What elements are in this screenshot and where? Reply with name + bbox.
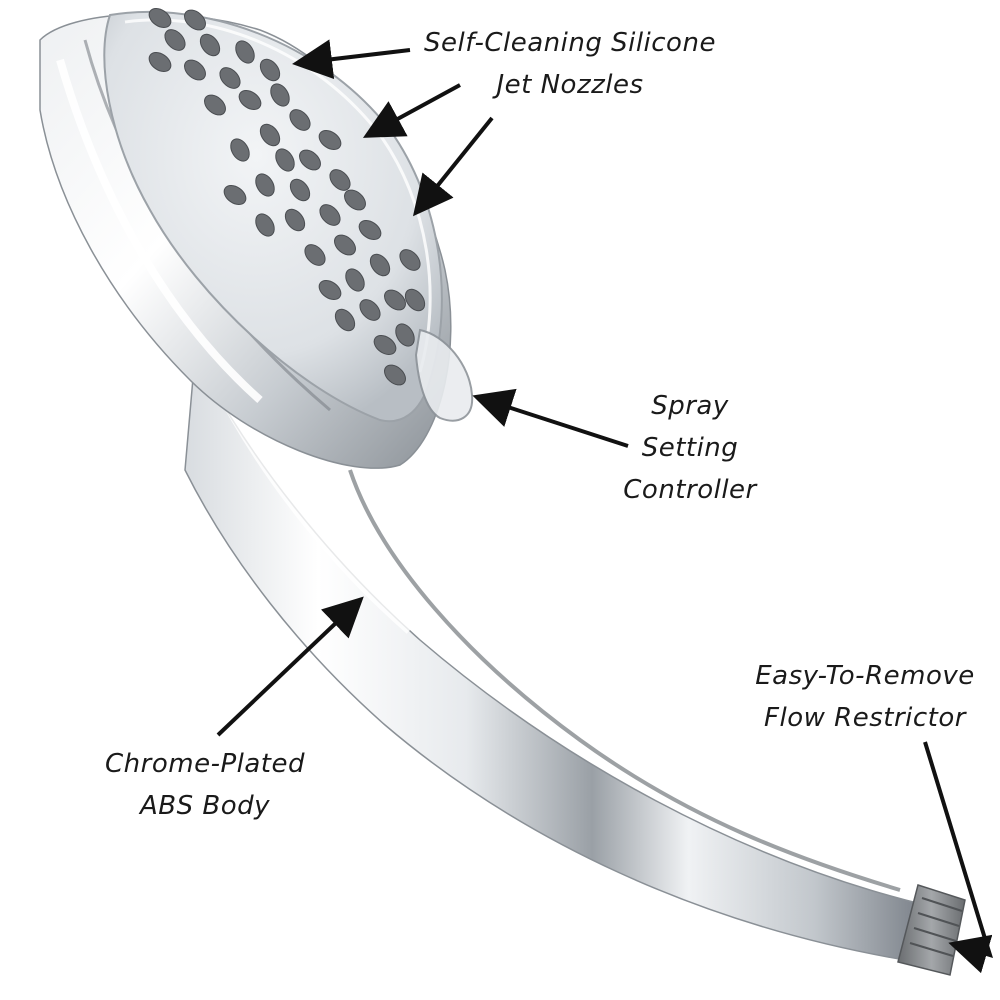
nozzle — [199, 33, 221, 57]
callout-nozzles: Self-Cleaning Silicone Jet Nozzles — [400, 22, 740, 106]
nozzle — [255, 213, 275, 237]
nozzle — [148, 51, 172, 73]
nozzle — [230, 138, 250, 162]
nozzle — [384, 364, 406, 386]
nozzle — [184, 59, 206, 81]
nozzle — [318, 279, 342, 301]
callout-flow-line2: Flow Restrictor — [764, 703, 966, 733]
nozzle — [304, 244, 326, 266]
nozzle — [184, 9, 206, 31]
callout-flow-restrictor: Easy-To-Remove Flow Restrictor — [735, 655, 995, 739]
callout-body: Chrome-Plated ABS Body — [90, 743, 320, 827]
nozzle — [289, 109, 311, 131]
nozzle — [219, 67, 241, 89]
nozzle — [395, 323, 415, 347]
arrow-nozzles-3 — [412, 116, 494, 217]
nozzle — [359, 299, 381, 321]
callout-nozzles-line1: Self-Cleaning Silicone — [424, 28, 716, 58]
nozzle — [255, 173, 275, 197]
arrow-body — [216, 596, 364, 737]
nozzle — [404, 288, 426, 312]
nozzle — [223, 184, 247, 206]
callout-flow-line1: Easy-To-Remove — [755, 661, 975, 691]
nozzle — [334, 308, 356, 332]
nozzle — [270, 83, 290, 107]
callout-spray-line2: Setting — [641, 433, 739, 463]
nozzle — [399, 249, 421, 271]
nozzle — [358, 219, 382, 241]
callout-spray-line1: Spray — [651, 391, 729, 421]
nozzle — [318, 129, 342, 151]
nozzle — [344, 189, 366, 211]
callout-arrows — [216, 39, 993, 974]
callout-spray-line3: Controller — [623, 475, 757, 505]
nozzle — [329, 169, 351, 191]
arrow-nozzles-1 — [292, 39, 411, 80]
arrow-flow-restrictor — [923, 741, 993, 974]
nozzle — [289, 178, 311, 202]
callout-body-line2: ABS Body — [139, 791, 271, 821]
threaded-connector — [897, 884, 966, 976]
nozzle — [319, 204, 341, 226]
nozzle — [148, 7, 172, 29]
nozzle — [259, 58, 281, 82]
arrow-nozzles-2 — [362, 83, 461, 138]
callout-spray-controller: Spray Setting Controller — [600, 385, 780, 511]
callout-nozzles-line2: Jet Nozzles — [496, 70, 644, 100]
nozzle — [299, 149, 321, 171]
nozzle — [235, 40, 255, 64]
nozzle — [259, 123, 281, 147]
nozzle — [284, 208, 306, 232]
nozzle — [384, 289, 406, 311]
arrow-spray-controller — [472, 388, 629, 448]
nozzle — [334, 234, 356, 256]
nozzle — [275, 148, 295, 172]
nozzle — [238, 89, 262, 111]
nozzle — [204, 94, 226, 116]
spray-setting-controller — [414, 328, 474, 422]
nozzle — [369, 253, 391, 277]
nozzle — [164, 29, 186, 51]
nozzle — [373, 334, 397, 356]
callout-body-line1: Chrome-Plated — [105, 749, 305, 779]
silicone-jet-nozzles — [148, 7, 426, 386]
nozzle — [345, 268, 365, 292]
